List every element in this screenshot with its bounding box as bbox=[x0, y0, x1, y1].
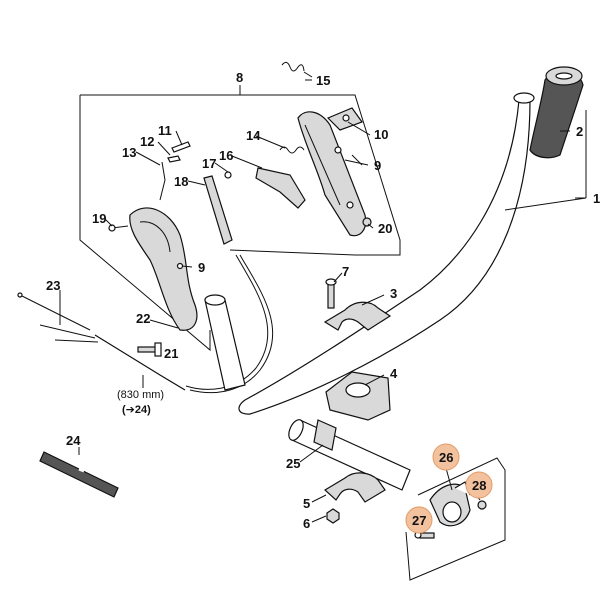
callout-17: 17 bbox=[202, 156, 216, 171]
callouts: 1 2 3 4 5 6 7 8 9 9 10 11 12 13 14 15 16… bbox=[46, 70, 600, 531]
callout-15: 15 bbox=[316, 73, 330, 88]
callout-12: 12 bbox=[140, 134, 154, 149]
clamp-upper[interactable] bbox=[323, 301, 392, 331]
callout-4: 4 bbox=[390, 366, 398, 381]
callout-3: 3 bbox=[390, 286, 397, 301]
screw-7 bbox=[325, 278, 337, 309]
callout-24: 24 bbox=[66, 433, 81, 448]
callout-23: 23 bbox=[46, 278, 60, 293]
screw-17 bbox=[224, 171, 232, 179]
callout-16: 16 bbox=[219, 148, 233, 163]
torsion-spring bbox=[279, 146, 305, 154]
callout-18: 18 bbox=[174, 174, 188, 189]
slide-switch[interactable] bbox=[326, 107, 363, 131]
screw-21 bbox=[137, 342, 162, 357]
callout-14: 14 bbox=[246, 128, 261, 143]
nut-20 bbox=[362, 217, 372, 227]
callout-28[interactable]: 28 bbox=[465, 471, 493, 499]
callout-7: 7 bbox=[342, 264, 349, 279]
loop-handle-tube bbox=[204, 294, 246, 391]
cable-clip bbox=[171, 141, 191, 153]
clamp-lower[interactable] bbox=[323, 472, 386, 503]
cable-length-annotation: (830 mm) bbox=[117, 389, 164, 401]
cable-harness[interactable] bbox=[17, 254, 274, 394]
callout-27-label: 27 bbox=[412, 513, 426, 528]
lock-lever[interactable] bbox=[203, 175, 233, 245]
callout-20: 20 bbox=[378, 221, 392, 236]
callout-21: 21 bbox=[164, 346, 178, 361]
contact-spring bbox=[167, 155, 181, 163]
handle-assembly-group-box bbox=[79, 85, 401, 352]
screw-19 bbox=[108, 224, 129, 232]
harness-loop[interactable] bbox=[429, 481, 471, 527]
callout-9-bottom: 9 bbox=[198, 260, 205, 275]
callout-26[interactable]: 26 bbox=[432, 443, 460, 471]
callout-9-top: 9 bbox=[374, 158, 381, 173]
handle-housing-half-right[interactable] bbox=[297, 111, 367, 237]
callout-13: 13 bbox=[122, 145, 136, 160]
callout-6: 6 bbox=[303, 516, 310, 531]
nut-6 bbox=[326, 508, 340, 524]
shaft-tube[interactable] bbox=[286, 417, 411, 491]
callout-2: 2 bbox=[576, 124, 583, 139]
callout-19: 19 bbox=[92, 211, 106, 226]
callout-22: 22 bbox=[136, 311, 150, 326]
handle-bar[interactable] bbox=[238, 92, 535, 415]
callout-28-label: 28 bbox=[472, 478, 486, 493]
callout-8: 8 bbox=[236, 70, 243, 85]
spacer-rod[interactable] bbox=[39, 451, 119, 498]
callout-5: 5 bbox=[303, 496, 310, 511]
handle-support[interactable] bbox=[325, 371, 391, 421]
nut-28 bbox=[477, 500, 487, 510]
callout-11: 11 bbox=[158, 123, 172, 138]
callout-1: 1 bbox=[593, 191, 600, 206]
handle-housing-half-left[interactable] bbox=[129, 207, 198, 331]
callout-27[interactable]: 27 bbox=[405, 506, 433, 534]
cable-reference-annotation: (➔24) bbox=[122, 404, 151, 416]
callout-25: 25 bbox=[286, 456, 300, 471]
grip[interactable] bbox=[529, 66, 584, 159]
callout-10: 10 bbox=[374, 127, 388, 142]
harness-loop-box bbox=[405, 457, 506, 581]
callout-26-label: 26 bbox=[439, 450, 453, 465]
short-circuit-wire bbox=[159, 161, 166, 201]
leader-lines bbox=[59, 79, 587, 531]
spring-15 bbox=[281, 61, 313, 78]
throttle-trigger[interactable] bbox=[255, 167, 306, 209]
